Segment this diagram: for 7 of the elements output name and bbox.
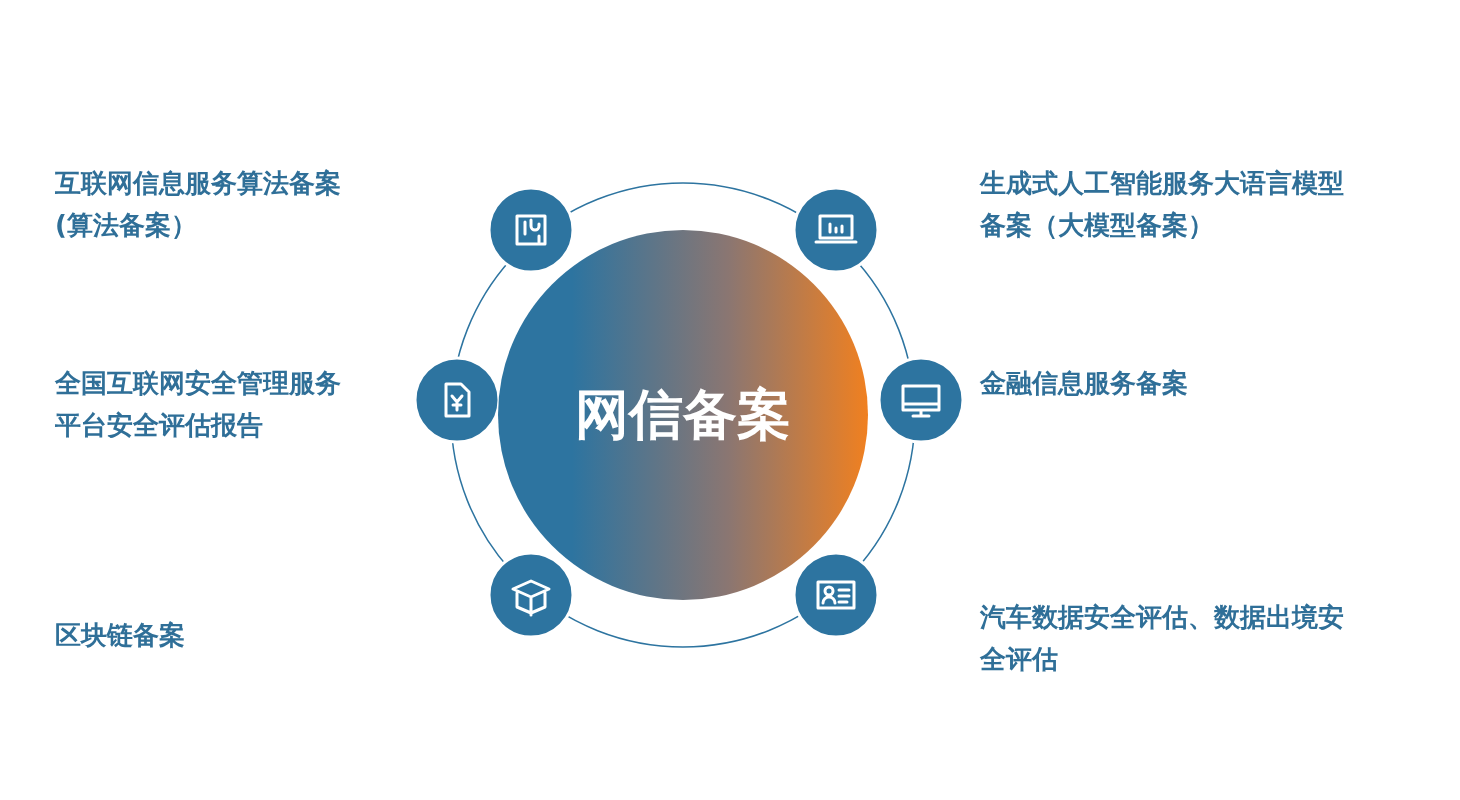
service-label: 区块链备案: [55, 619, 186, 652]
service-label: 互联网信息服务算法备案(算法备案）: [55, 167, 342, 242]
service-label: 全国互联网安全管理服务平台安全评估报告: [55, 367, 342, 442]
service-label: 生成式人工智能服务大语言模型备案（大模型备案）: [980, 167, 1345, 242]
center-title: 网信备案: [575, 381, 791, 448]
service-label: 金融信息服务备案: [980, 367, 1189, 400]
service-label: 汽车数据安全评估、数据出境安全评估: [980, 601, 1345, 676]
